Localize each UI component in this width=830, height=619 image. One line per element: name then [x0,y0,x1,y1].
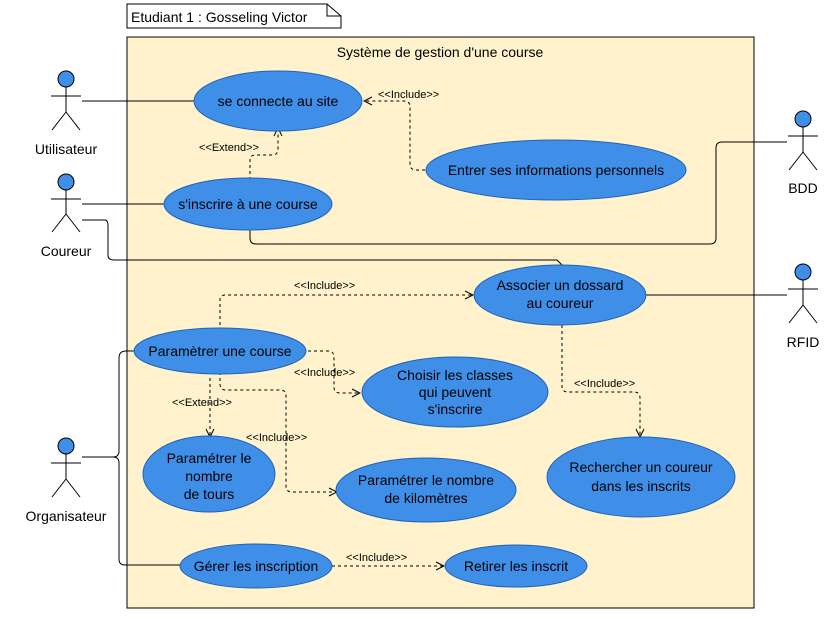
usecase-label: qui peuvent [419,384,492,400]
usecase-label: dans les inscrits [591,478,691,494]
actor-label: RFID [787,334,820,350]
usecase-parametrer-course: Paramètrer une course [133,327,307,375]
assoc-coureur-dossard [82,219,563,266]
usecase-label: Associer un dossard [497,277,624,293]
relation-label-extend-inscrire: <<Extend>> [199,142,259,154]
usecase-label: Retirer les inscrit [464,558,568,574]
usecase-associer-dossard: Associer un dossard au coureur [473,264,647,326]
actor-label: Coureur [41,243,92,259]
usecase-rechercher-coureur: Rechercher un coureur dans les inscrits [546,436,736,518]
usecase-parametrer-tours: Paramétrer le nombre de tours [142,435,276,513]
assoc-inscrire-bdd [249,141,787,245]
include-parametrer-kilometres [219,372,337,492]
actor-organisateur: Organisateur [26,437,107,524]
usecase-s-inscrire: s'inscrire à une course [163,177,333,231]
usecase-label: de kilomètres [384,490,467,506]
usecase-parametrer-kilometres: Paramétrer le nombre de kilomètres [335,457,517,523]
usecase-label: Paramétrer le nombre [358,472,494,488]
frame-title: Etudiant 1 : Gosseling Victor [131,9,308,25]
usecase-label: Paramètrer une course [148,343,291,359]
actor-coureur: Coureur [41,173,92,259]
usecase-label: nombre [185,468,233,484]
actor-label: Organisateur [26,508,107,524]
include-parametrer-dossard [219,295,473,331]
actor-label: BDD [788,180,818,196]
usecase-retirer-inscrit: Retirer les inscrit [444,544,588,588]
actor-bdd: BDD [788,110,818,196]
relation-label-include-rechercher: <<Include>> [574,378,635,390]
frame-tab [126,3,342,29]
usecase-label: se connecte au site [218,93,339,109]
usecase-label: s'inscrire [428,401,483,417]
frame-tab-fold [326,4,341,17]
extend-inscrire-connecte [249,128,278,180]
usecase-label: Choisir les classes [397,367,513,383]
usecase-label: Paramétrer le [167,450,252,466]
assoc-organisateur-usecases [82,350,180,566]
relation-label-include-retirer: <<Include>> [346,552,407,564]
relation-label-include-dossard: <<Include>> [294,280,355,292]
usecase-label: s'inscrire à une course [178,196,318,212]
include-dossard-rechercher [561,325,640,437]
usecase-label: au coureur [527,295,594,311]
usecase-label: Entrer ses informations personnels [448,162,664,178]
usecase-label: Gérer les inscription [194,558,319,574]
actor-label: Utilisateur [35,141,98,157]
relation-label-extend-tours: <<Extend>> [172,397,232,409]
usecase-entrer-informations: Entrer ses informations personnels [425,139,687,201]
usecase-gerer-inscription: Gérer les inscription [179,543,333,589]
relation-label-include-kilometres: <<Include>> [246,432,307,444]
actor-rfid: RFID [787,263,820,350]
relation-label-include-classes: <<Include>> [294,367,355,379]
relation-label-include-informations: <<Include>> [378,89,439,101]
actor-utilisateur: Utilisateur [35,70,98,157]
usecase-se-connecte: se connecte au site [193,70,363,132]
usecase-label: Rechercher un coureur [569,459,713,475]
system-title: Système de gestion d'une course [337,44,544,60]
usecase-choisir-classes: Choisir les classes qui peuvent s'inscri… [361,356,549,428]
usecase-label: de tours [184,486,235,502]
include-parametrer-classes [308,350,360,393]
